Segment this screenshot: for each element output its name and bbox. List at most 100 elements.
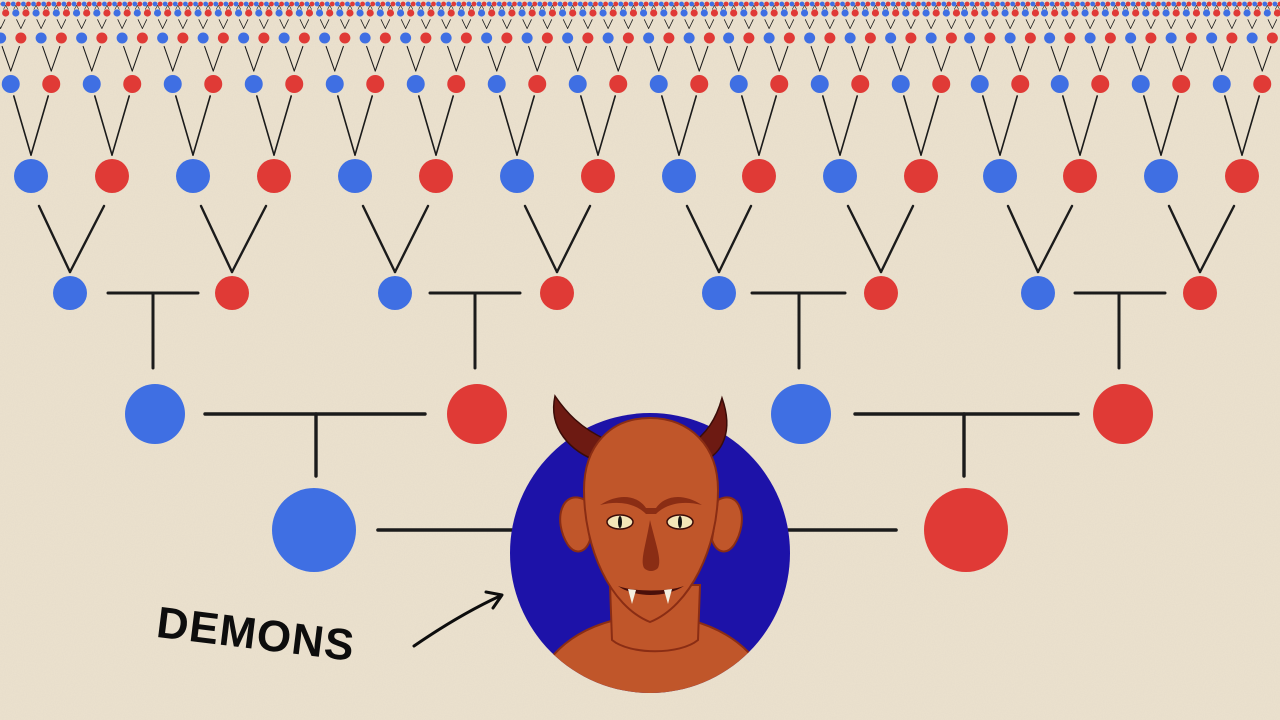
ancestor-node-male [1080,1,1085,7]
ancestor-node-female [609,75,628,93]
descent-line [964,5,968,10]
descent-line [163,45,174,72]
ancestor-node-female [5,1,11,7]
descent-line [885,5,889,10]
descent-line [285,45,295,72]
descent-line [1206,19,1213,29]
ancestor-node-male [197,32,209,44]
ancestor-node-male [284,1,290,7]
descent-line [114,5,118,10]
descent-line [883,5,886,10]
ancestor-node-female [218,1,224,7]
ancestor-node-male [1131,75,1150,93]
descent-line [1267,19,1273,29]
ancestor-node-male [800,9,809,17]
descent-line [430,5,434,10]
ancestor-node-male [325,75,344,93]
descent-line [1227,19,1233,29]
descent-line [1166,19,1172,29]
ancestor-node-male [295,9,303,17]
descent-line [101,19,107,29]
ancestor-node-female [522,1,527,7]
descent-line [374,45,385,72]
descent-line [144,5,148,10]
ancestor-node-male [172,1,178,7]
descent-line [784,5,787,10]
ancestor-node-male [0,32,7,44]
ancestor-node-male [233,1,239,7]
descent-line [20,19,26,29]
ancestor-node-male [639,9,648,17]
ancestor-node-female [541,32,553,44]
descent-line [357,5,361,10]
descent-line [804,19,811,29]
ancestor-node-female [1132,9,1140,17]
ancestor-node-male [61,1,67,7]
ancestor-node-female [386,9,395,17]
ancestor-node-male [638,1,644,7]
descent-line [804,5,808,10]
demon-brow [600,496,702,514]
ancestor-node-female [1011,75,1030,93]
descent-line [688,19,694,29]
ancestor-node-male [53,276,87,310]
ancestor-node-female [42,75,61,93]
descent-line [387,5,391,10]
descent-line [481,19,488,29]
ancestor-node-female [670,9,678,17]
ancestor-node-female [285,9,293,17]
ancestor-node-male [378,276,412,310]
descent-line [678,95,698,156]
ancestor-node-male [81,1,87,7]
ancestor-node-male [395,1,401,7]
descent-line [66,5,69,10]
descent-line [819,45,829,72]
descent-line [748,19,754,29]
ancestor-node-male [153,9,162,17]
descent-line [579,95,599,156]
ancestor-node-male [959,1,965,7]
ancestor-node-male [1165,32,1177,44]
ancestor-node-male [680,9,688,17]
ancestor-node-male [850,1,856,7]
ancestor-node-male [456,1,462,7]
ancestor-node-female [790,9,799,17]
ancestor-node-male [789,1,795,7]
ancestor-node-female [164,9,172,17]
ancestor-node-female [1105,1,1111,7]
ancestor-node-female [694,1,700,7]
ancestor-node-female [491,1,497,7]
descent-line [1153,5,1157,10]
descent-line [562,5,566,10]
ancestor-node-female [289,1,295,7]
descent-line [325,45,336,72]
descent-line [1042,5,1045,10]
ancestor-node-female [811,9,819,17]
descent-line [13,5,17,10]
descent-line [885,19,892,29]
descent-line [562,19,569,29]
descent-line [458,5,462,10]
ancestor-node-male [477,9,486,17]
descent-line [390,5,393,10]
ancestor-node-male [1120,1,1126,7]
descent-line [1069,19,1075,29]
descent-line [946,19,952,29]
descent-line [288,5,292,10]
ancestor-node-female [1135,1,1141,7]
descent-line [1277,5,1280,10]
ancestor-node-male [41,1,47,7]
ancestor-node-male [345,1,350,7]
descent-line [1082,5,1086,10]
ancestor-node-female [298,32,310,44]
ancestor-node-male [417,9,425,17]
descent-line [253,45,263,72]
ancestor-node-male [446,1,452,7]
descent-line [913,5,917,10]
ancestor-node-female [512,1,517,7]
ancestor-node-male [870,1,876,7]
ancestor-node-male [969,1,975,7]
descent-line [487,45,498,72]
descent-line [845,19,851,29]
descent-line [925,5,929,10]
